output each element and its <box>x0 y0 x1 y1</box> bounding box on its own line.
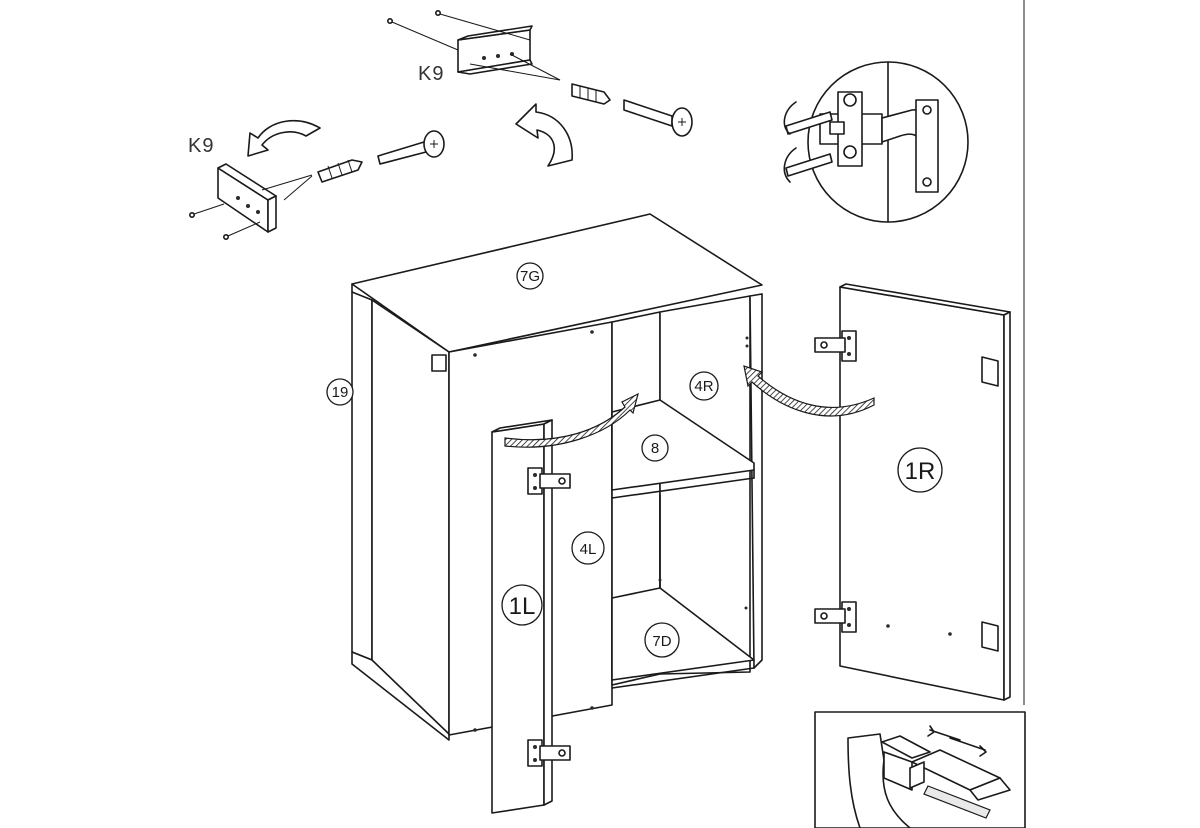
part-label-right-side: 4R <box>689 371 719 401</box>
screw-icon <box>377 130 445 165</box>
part-label-side-19: 19 <box>326 378 354 406</box>
cabinet-body <box>351 213 763 741</box>
hinge-icon <box>527 739 571 767</box>
bracket-top <box>386 10 561 81</box>
rotate-arrow-icon <box>515 103 573 167</box>
door-right <box>814 283 1011 701</box>
callout-k9-top: K9 <box>418 63 444 85</box>
side-panel-19 <box>351 291 373 661</box>
part-label-door-left: 1L <box>501 584 543 626</box>
curved-arrow-icon <box>743 365 875 417</box>
svg-text:19: 19 <box>332 384 349 401</box>
curved-arrow-icon <box>504 392 639 448</box>
part-label-door-right: 1R <box>897 447 943 493</box>
door-mount-arrows <box>247 103 875 448</box>
svg-text:7D: 7D <box>652 633 671 650</box>
svg-text:7G: 7G <box>520 268 540 285</box>
wall-plug-icon <box>317 159 363 183</box>
hinge-detail-inset <box>783 61 969 223</box>
screw-icon <box>623 99 693 137</box>
part-label-shelf: 8 <box>641 434 669 462</box>
svg-text:8: 8 <box>651 440 659 457</box>
svg-text:1R: 1R <box>905 458 936 485</box>
wall-plug-icon <box>571 83 611 105</box>
hinge-icon <box>527 467 571 495</box>
svg-text:1L: 1L <box>509 593 536 620</box>
part-label-top: 7G <box>516 262 544 290</box>
rail-detail-inset <box>814 711 1026 828</box>
rotate-arrow-icon <box>247 120 321 157</box>
part-label-bottom: 7D <box>644 622 680 658</box>
bracket-left <box>189 163 313 241</box>
hinge-icon <box>814 330 857 362</box>
part-label-left-side: 4L <box>571 531 605 565</box>
hinge-icon <box>814 601 857 633</box>
svg-text:4L: 4L <box>580 541 597 558</box>
callout-k9-left: K9 <box>188 135 214 157</box>
svg-text:4R: 4R <box>694 378 713 395</box>
